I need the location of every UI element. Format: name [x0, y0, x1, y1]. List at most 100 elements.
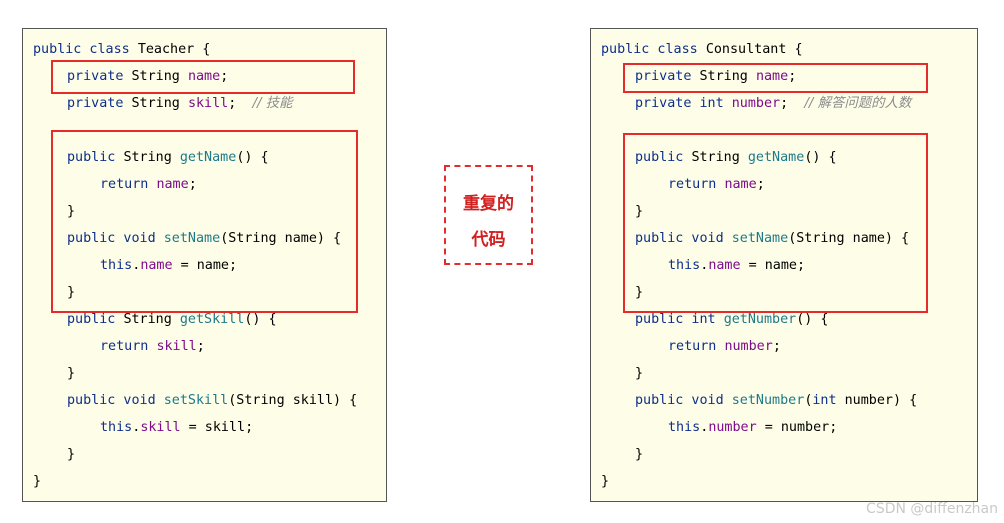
- code-line: this.skill = skill;: [100, 419, 253, 437]
- keyword-token: public class: [601, 42, 706, 57]
- code-token: String: [131, 96, 188, 111]
- code-token: }: [635, 285, 644, 300]
- code-line: return name;: [668, 176, 765, 194]
- teacher-name-methods-highlight: [51, 130, 358, 313]
- code-token: ;: [188, 177, 197, 192]
- watermark: CSDN @diffenzhan: [866, 501, 998, 517]
- code-line: }: [67, 284, 75, 302]
- code-line: }: [635, 203, 643, 221]
- code-token: () {: [244, 312, 277, 327]
- method-token: getName: [179, 150, 237, 165]
- keyword-token: public: [67, 150, 124, 165]
- method-token: setName: [731, 231, 789, 246]
- keyword-token: return: [100, 339, 157, 354]
- keyword-token: return: [668, 177, 725, 192]
- code-token: .: [700, 420, 709, 435]
- code-line: private int number; // 解答问题的人数: [635, 95, 911, 113]
- code-token: String: [699, 69, 756, 84]
- field-token: number: [731, 96, 781, 111]
- code-line: public void setNumber(int number) {: [635, 392, 917, 410]
- code-line: }: [635, 365, 643, 383]
- code-token: ;: [772, 339, 781, 354]
- field-token: name: [187, 69, 221, 84]
- method-token: getNumber: [723, 312, 797, 327]
- code-line: public String getSkill() {: [67, 311, 277, 329]
- keyword-token: return: [668, 339, 725, 354]
- duplicate-code-label-line-2: 代码: [471, 230, 506, 250]
- code-token: () {: [236, 150, 269, 165]
- code-line: }: [635, 446, 643, 464]
- keyword-token: private int: [635, 96, 732, 111]
- code-token: }: [67, 366, 76, 381]
- field-token: name: [140, 258, 173, 273]
- keyword-token: this: [100, 258, 133, 273]
- code-token: (String name) {: [220, 231, 342, 246]
- code-token: ;: [196, 339, 205, 354]
- code-line: private String name;: [67, 68, 228, 86]
- teacher-name-field-highlight: [51, 60, 355, 94]
- code-line: this.name = name;: [668, 257, 805, 275]
- field-token: skill: [156, 339, 197, 354]
- code-token: .: [132, 258, 141, 273]
- code-line: private String skill; // 技能: [67, 95, 293, 113]
- consultant-name-field-highlight: [623, 63, 928, 93]
- keyword-token: public class: [33, 42, 138, 57]
- code-token: }: [635, 204, 644, 219]
- method-token: setNumber: [731, 393, 805, 408]
- keyword-token: return: [100, 177, 157, 192]
- code-line: private String name;: [635, 68, 796, 86]
- code-token: }: [635, 447, 644, 462]
- comment-token: // 解答问题的人数: [804, 96, 912, 111]
- field-token: skill: [187, 96, 229, 111]
- duplicate-code-label: 重复的 代码: [444, 165, 533, 265]
- code-line: return skill;: [100, 338, 205, 356]
- field-token: name: [755, 69, 789, 84]
- code-line: }: [67, 203, 75, 221]
- keyword-token: private: [67, 96, 132, 111]
- code-token: String: [131, 69, 188, 84]
- code-token: }: [601, 474, 610, 489]
- code-token: ;: [228, 96, 253, 111]
- code-line: }: [33, 473, 41, 491]
- field-token: name: [724, 177, 757, 192]
- code-line: this.number = number;: [668, 419, 837, 437]
- code-line: this.name = name;: [100, 257, 237, 275]
- field-token: number: [724, 339, 773, 354]
- code-token: = number;: [756, 420, 838, 435]
- keyword-token: private: [635, 69, 700, 84]
- code-line: public void setSkill(String skill) {: [67, 392, 357, 410]
- code-token: }: [33, 474, 42, 489]
- code-line: return number;: [668, 338, 781, 356]
- code-line: }: [67, 365, 75, 383]
- keyword-token: public int: [635, 312, 724, 327]
- code-line: public void setName(String name) {: [67, 230, 341, 248]
- method-token: getName: [747, 150, 805, 165]
- keyword-token: public: [635, 150, 692, 165]
- keyword-token: public: [67, 312, 124, 327]
- code-token: (String name) {: [788, 231, 910, 246]
- code-line: }: [67, 446, 75, 464]
- field-token: name: [708, 258, 741, 273]
- code-token: }: [67, 285, 76, 300]
- code-token: Consultant {: [705, 42, 803, 57]
- field-token: skill: [140, 420, 181, 435]
- code-token: ;: [788, 69, 797, 84]
- code-line: }: [601, 473, 609, 491]
- code-token: .: [132, 420, 141, 435]
- code-line: public String getName() {: [635, 149, 837, 167]
- code-token: (String skill) {: [228, 393, 358, 408]
- code-token: .: [700, 258, 709, 273]
- consultant-name-methods-highlight: [623, 133, 928, 313]
- code-token: }: [67, 447, 76, 462]
- code-line: public String getName() {: [67, 149, 269, 167]
- code-line: public void setName(String name) {: [635, 230, 909, 248]
- comment-token: // 技能: [252, 96, 293, 111]
- code-token: String: [123, 150, 180, 165]
- code-token: Teacher {: [137, 42, 211, 57]
- keyword-token: private: [67, 69, 132, 84]
- code-token: ;: [780, 96, 805, 111]
- code-line: public class Teacher {: [33, 41, 210, 59]
- keyword-token: int: [812, 393, 845, 408]
- method-token: setSkill: [163, 393, 229, 408]
- code-token: = skill;: [180, 420, 254, 435]
